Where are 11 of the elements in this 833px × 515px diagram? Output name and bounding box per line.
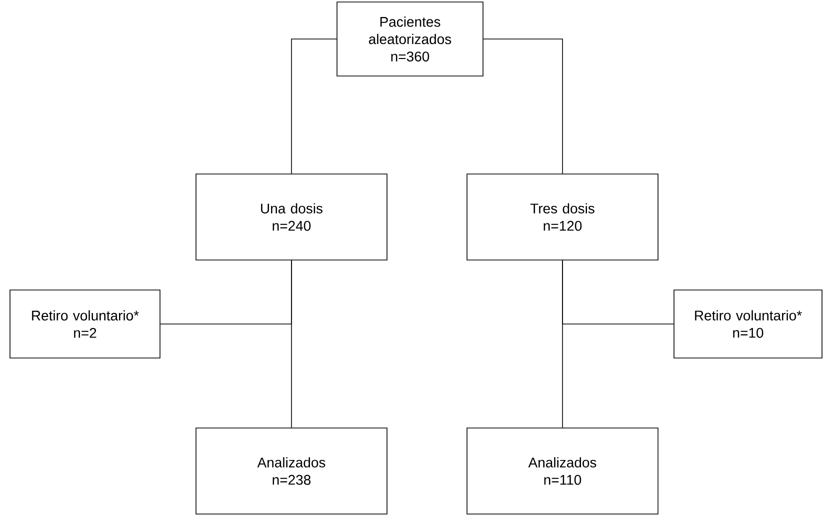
connector-line: [291, 38, 337, 174]
process-box: Pacientes aleatorizados n=360: [336, 2, 484, 76]
connector-line: [483, 38, 563, 174]
process-box: Analizados n=238: [196, 428, 388, 514]
process-box: Retiro voluntario* n=2: [10, 290, 160, 358]
process-box: Retiro voluntario* n=10: [674, 290, 822, 358]
connector-line: [291, 260, 292, 428]
process-box: Analizados n=110: [466, 428, 658, 514]
process-box: Una dosis n=240: [196, 174, 388, 260]
connector-line: [562, 260, 563, 428]
process-box: Tres dosis n=120: [466, 174, 658, 260]
